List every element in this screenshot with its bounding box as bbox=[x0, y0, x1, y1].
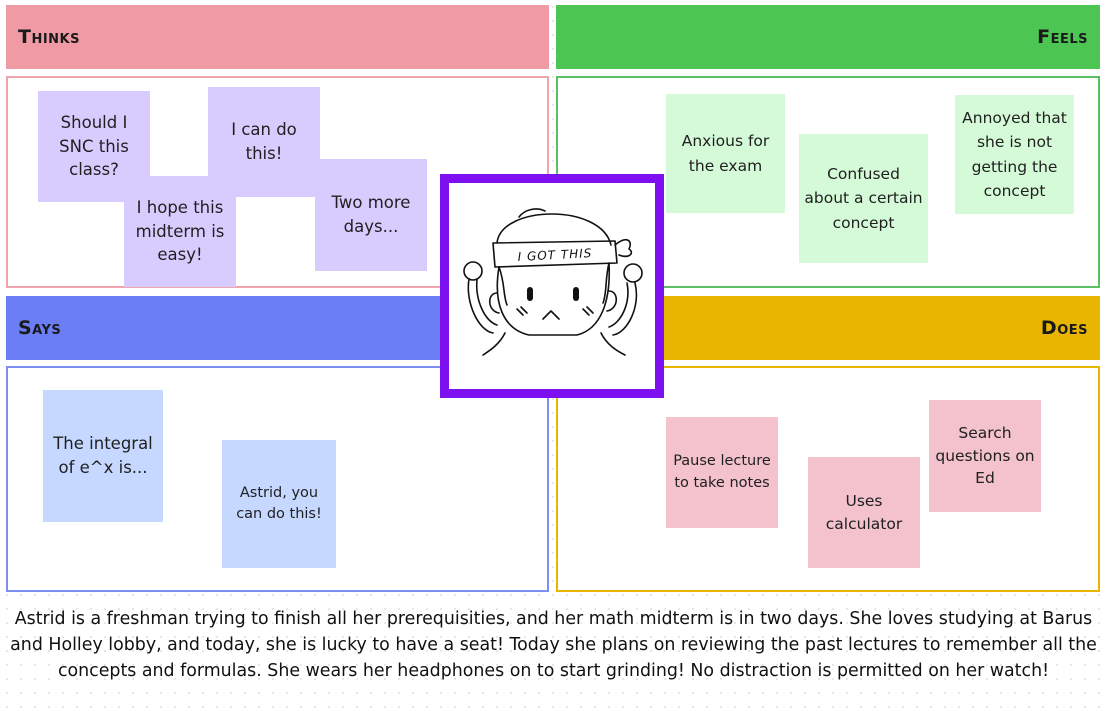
does-header: Does bbox=[664, 296, 1100, 360]
face-outline bbox=[496, 262, 611, 336]
right-arm bbox=[612, 282, 638, 336]
thinks-note-two-days: Two more days... bbox=[315, 159, 427, 271]
says-note-integral: The integral of e^x is... bbox=[43, 390, 163, 522]
hair-outline bbox=[496, 213, 612, 246]
feels-note-anxious: Anxious for the exam bbox=[666, 94, 785, 213]
left-fist bbox=[463, 261, 483, 281]
thinks-title: Thinks bbox=[18, 26, 80, 48]
says-header: Says bbox=[6, 296, 440, 360]
thinks-header: Thinks bbox=[6, 5, 549, 69]
does-note-search: Search questions on Ed bbox=[929, 400, 1041, 512]
does-note-pause: Pause lecture to take notes bbox=[666, 417, 778, 528]
headband-text: I GOT THIS bbox=[517, 246, 592, 264]
headband-outline bbox=[492, 240, 618, 268]
feels-header: Feels bbox=[556, 5, 1100, 69]
avatar-sketch: I GOT THIS bbox=[463, 208, 643, 356]
mouth bbox=[542, 310, 560, 320]
says-note-astrid: Astrid, you can do this! bbox=[222, 440, 336, 568]
avatar-frame: I GOT THIS bbox=[440, 174, 664, 398]
thinks-note-can-do: I can do this! bbox=[208, 87, 320, 197]
does-title: Does bbox=[1040, 317, 1088, 339]
left-arm bbox=[467, 278, 494, 334]
feels-note-confused: Confused about a certain concept bbox=[799, 134, 928, 263]
left-eye bbox=[527, 287, 533, 301]
right-eye bbox=[573, 287, 579, 301]
feels-title: Feels bbox=[1037, 26, 1088, 48]
right-fist bbox=[623, 263, 643, 283]
headband-tie bbox=[614, 238, 633, 258]
feels-note-annoyed: Annoyed that she is not getting the conc… bbox=[955, 95, 1074, 214]
says-title: Says bbox=[18, 317, 62, 339]
persona-description: Astrid is a freshman trying to finish al… bbox=[10, 609, 1097, 681]
does-note-calculator: Uses calculator bbox=[808, 457, 920, 568]
